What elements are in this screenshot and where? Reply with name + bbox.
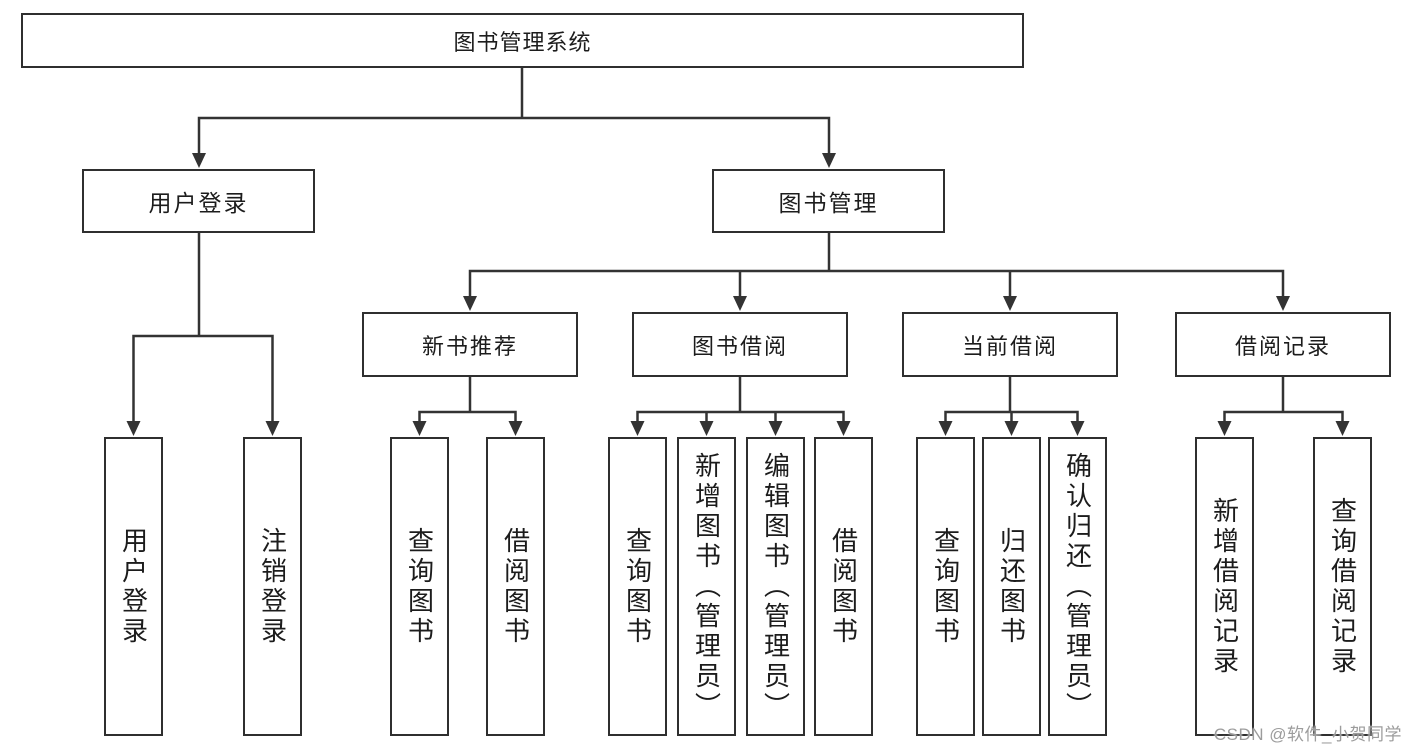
csdn-watermark: CSDN @软件_小贺同学 xyxy=(1213,725,1402,744)
leaf-add-books-admin: 新增图书（管理员） xyxy=(677,437,736,736)
node-label: 用户登录 xyxy=(148,190,249,216)
leaf-confirm-return-admin: 确认归还（管理员） xyxy=(1048,437,1107,736)
leaf-add-borrow-record: 新增借阅记录 xyxy=(1195,437,1254,736)
leaf-label: 编辑图书（管理员） xyxy=(760,451,791,722)
leaf-user-login: 用户登录 xyxy=(104,437,163,736)
leaf-query-borrow-record: 查询借阅记录 xyxy=(1313,437,1372,736)
node-library-management-system: 图书管理系统 xyxy=(21,13,1024,68)
leaf-label: 借阅图书 xyxy=(500,526,531,647)
leaf-edit-books-admin: 编辑图书（管理员） xyxy=(746,437,805,736)
leaf-label: 借阅图书 xyxy=(828,526,859,647)
node-current-borrowing: 当前借阅 xyxy=(902,312,1118,377)
node-book-borrowing: 图书借阅 xyxy=(632,312,848,377)
leaf-query-books-borrowing: 查询图书 xyxy=(608,437,667,736)
leaf-logout: 注销登录 xyxy=(243,437,302,736)
leaf-query-books-recommend: 查询图书 xyxy=(390,437,449,736)
node-label: 借阅记录 xyxy=(1234,333,1331,359)
leaf-label: 查询图书 xyxy=(404,526,435,647)
leaf-query-books-current: 查询图书 xyxy=(916,437,975,736)
leaf-label: 确认归还（管理员） xyxy=(1062,451,1093,722)
leaf-borrow-books-borrowing: 借阅图书 xyxy=(814,437,873,736)
leaf-borrow-books-recommend: 借阅图书 xyxy=(486,437,545,736)
leaf-label: 查询图书 xyxy=(930,526,961,647)
node-borrowing-records: 借阅记录 xyxy=(1175,312,1391,377)
node-label: 新书推荐 xyxy=(421,333,518,359)
arrowheads xyxy=(126,153,1350,436)
leaf-label: 用户登录 xyxy=(118,526,149,647)
leaf-label: 新增借阅记录 xyxy=(1209,496,1240,677)
leaf-label: 注销登录 xyxy=(257,526,288,647)
node-new-book-recommendation: 新书推荐 xyxy=(362,312,578,377)
leaf-label: 归还图书 xyxy=(996,526,1027,647)
node-label: 图书管理系统 xyxy=(453,29,592,55)
node-label: 图书管理 xyxy=(778,190,879,216)
node-label: 当前借阅 xyxy=(961,333,1058,359)
leaf-label: 新增图书（管理员） xyxy=(691,451,722,722)
leaf-return-books: 归还图书 xyxy=(982,437,1041,736)
node-book-management: 图书管理 xyxy=(712,169,945,233)
node-label: 图书借阅 xyxy=(691,333,788,359)
leaf-label: 查询图书 xyxy=(622,526,653,647)
leaf-label: 查询借阅记录 xyxy=(1327,496,1358,677)
node-user-login: 用户登录 xyxy=(82,169,315,233)
